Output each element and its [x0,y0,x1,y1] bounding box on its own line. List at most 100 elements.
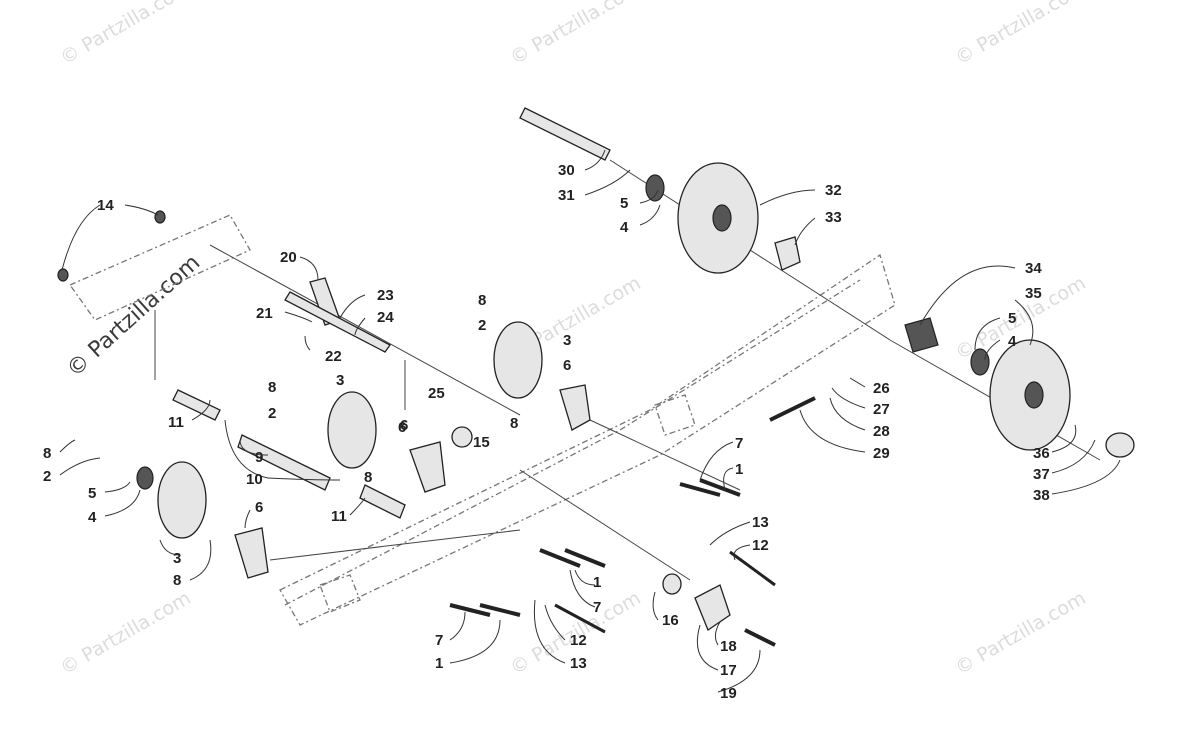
callout-label: 31 [558,187,575,204]
watermark-tile: © Partzilla.com [57,0,195,69]
cap-38 [1105,432,1135,458]
callout-label: 36 [1033,445,1050,462]
callout-label: 34 [1025,260,1042,277]
callout-label: 4 [88,509,97,526]
bolt-7-lower [449,603,491,617]
spacer-11-upper [172,389,221,421]
callout-label: 25 [428,385,445,402]
callout-label: 24 [377,309,394,326]
shaft-23 [284,291,391,353]
bolt-1-lower [479,603,521,617]
callout-label: 1 [735,461,743,478]
callout-label: 17 [720,662,737,679]
arm-6-upper [559,384,591,431]
callout-label: 5 [1008,310,1016,327]
callout-label: 14 [97,197,114,214]
callout-label: 12 [752,537,769,554]
callout-label: 32 [825,182,842,199]
callout-label: 6 [398,419,406,436]
callout-label: 8 [510,415,518,432]
callout-label: 21 [256,305,273,322]
bolt-29 [769,396,816,422]
callout-label: 8 [173,572,181,589]
callout-label: 22 [325,348,342,365]
callouts: 30 31 5 4 32 33 14 20 21 23 24 22 8 2 3 … [43,162,1050,702]
watermark-tile: © Partzilla.com [952,0,1090,69]
callout-label: 29 [873,445,890,462]
callout-label: 35 [1025,285,1042,302]
watermark-tile: © Partzilla.com [952,587,1090,679]
callout-label: 6 [563,357,571,374]
bolt-7-upper [679,482,721,497]
watermark-tile: © Partzilla.com [507,0,645,69]
callout-label: 8 [268,379,276,396]
callout-label: 15 [473,434,490,451]
bolt-1-upper [699,478,741,497]
bearing-5-4-right [970,348,990,376]
arm-6-middle [409,441,446,493]
callout-label: 3 [173,550,181,567]
callout-label: 7 [435,632,443,649]
callout-label: 3 [563,332,571,349]
callout-label: 5 [620,195,628,212]
callout-label: 30 [558,162,575,179]
parts [57,107,1135,647]
hub-insert-33 [774,236,801,271]
callout-label: 3 [336,372,344,389]
hub-34 [904,317,939,353]
callout-label: 18 [720,638,737,655]
axle-9 [237,434,331,491]
callout-label: 8 [478,292,486,309]
bearing-5-4 [645,174,665,202]
callout-label: 2 [478,317,486,334]
callout-label: 19 [720,685,737,702]
callout-label: 2 [43,468,51,485]
watermark-main: © Partzilla.com [62,250,205,382]
callout-label: 20 [280,249,297,266]
nut-14 [154,210,166,224]
callout-label: 8 [43,445,51,462]
callout-label: 27 [873,401,890,418]
idler-wheel-hub [712,204,732,232]
nut-14b [57,268,69,282]
watermark-tile: © Partzilla.com [57,587,195,679]
callout-label: 11 [168,414,184,431]
callout-label: 7 [593,599,601,616]
idler-shaft-30 [519,107,611,161]
callout-label: 1 [435,655,443,672]
callout-label: 6 [400,417,408,434]
callout-label: 9 [255,449,263,466]
spacer-25 [451,426,473,448]
callout-label: 13 [570,655,587,672]
arm-6-lower [234,527,269,579]
callout-label: 4 [620,219,629,236]
wheel-3-upper [493,321,543,399]
wheel-3-lower [157,461,207,539]
idler-wheel-hub-right [1024,381,1044,409]
callout-label: 2 [268,405,276,422]
callout-label: 38 [1033,487,1050,504]
bolt-1-middle [564,548,606,568]
callout-label: 37 [1033,466,1050,483]
callout-label: 11 [331,508,347,525]
bracket-17 [694,584,731,631]
slide-rail-frame [69,214,896,626]
callout-label: 16 [662,612,679,629]
bolt-12-upper [729,550,776,587]
callout-label: 26 [873,380,890,397]
callout-label: 5 [88,485,96,502]
callout-label: 12 [570,632,587,649]
callout-label: 7 [735,435,743,452]
bolt-19 [744,628,776,647]
bolt-12-lower [554,603,606,634]
callout-label: 1 [593,574,601,591]
callout-label: 4 [1008,333,1017,350]
spacer-11-lower [359,484,406,519]
callout-label: 6 [255,499,263,516]
callout-label: 23 [377,287,394,304]
bolt-7-middle [539,548,581,568]
callout-label: 8 [364,469,372,486]
callout-label: 13 [752,514,769,531]
wheel-3-middle [327,391,377,469]
